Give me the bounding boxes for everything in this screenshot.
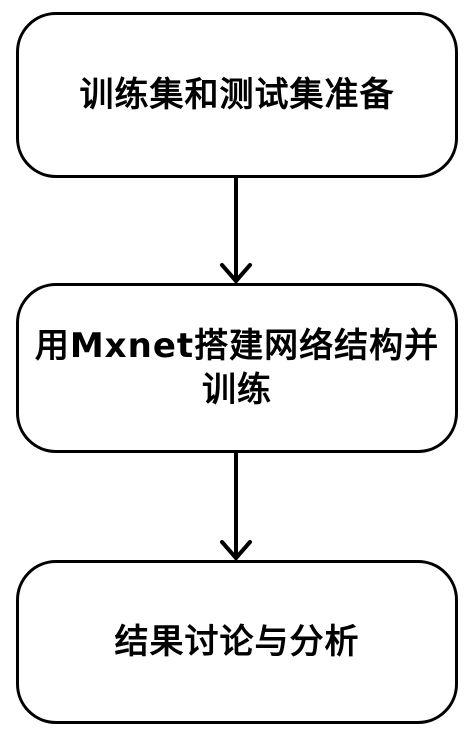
arrow-step2-to-step3 xyxy=(220,451,252,560)
step-label-build-and-train-network: 用Mxnet搭建网络结构并 训练 xyxy=(34,326,440,410)
step-box-results-discussion: 结果讨论与分析 xyxy=(16,560,458,724)
step-box-dataset-preparation: 训练集和测试集准备 xyxy=(16,12,458,178)
arrow-step1-to-step2 xyxy=(220,176,252,283)
step-box-build-and-train-network: 用Mxnet搭建网络结构并 训练 xyxy=(16,283,458,453)
step-label-results-discussion: 结果讨论与分析 xyxy=(114,622,360,662)
step-label-dataset-preparation: 训练集和测试集准备 xyxy=(79,75,395,115)
